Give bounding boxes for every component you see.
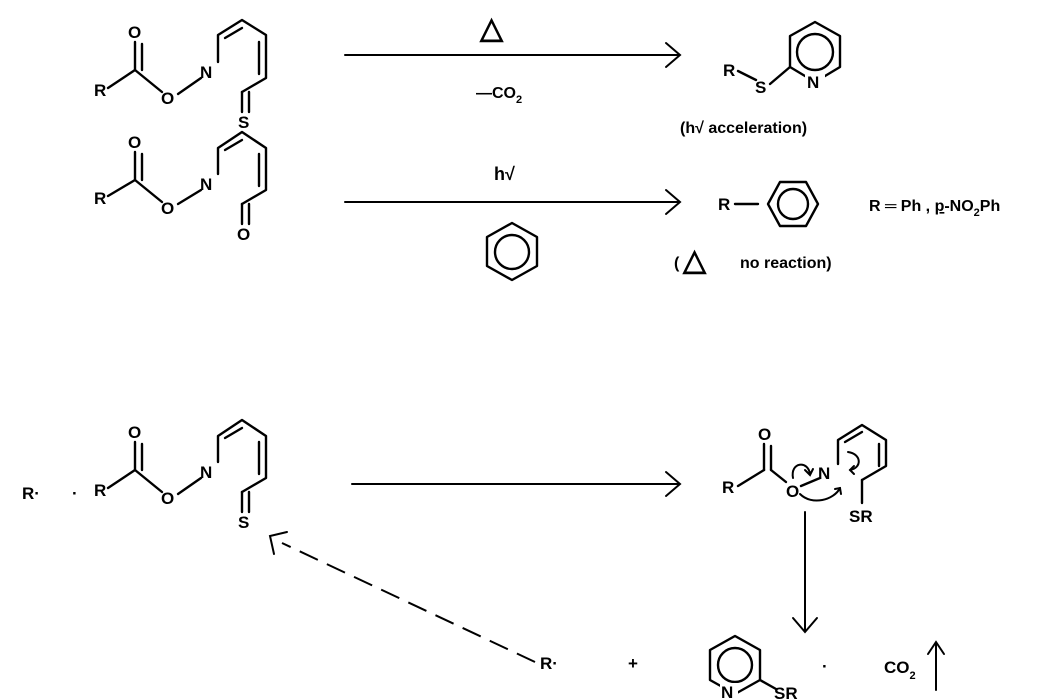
ester-oxygen-label: O xyxy=(161,89,174,108)
reactant-thiohydroxamate-ester-2: O R O N S xyxy=(94,418,268,532)
heat-condition: △ xyxy=(479,12,504,45)
carbonyl-oxygen-label: O xyxy=(128,133,141,152)
no-thermal-reaction-triangle: △ xyxy=(682,244,707,277)
carbonyl-oxygen-label: O xyxy=(758,425,771,444)
pyridone-oxygen-label: O xyxy=(237,225,250,244)
chain-propagation-arrow xyxy=(268,531,536,663)
product-alkyl-pyridyl-sulfide: R S N xyxy=(723,20,842,97)
photolysis-condition: h√ xyxy=(494,164,515,184)
nitrogen-label: N xyxy=(818,464,830,483)
regenerated-alkyl-radical: R· xyxy=(540,654,558,673)
plus-sign: + xyxy=(628,654,638,673)
carbonyl-oxygen-label: O xyxy=(128,423,141,442)
initial-alkyl-radical: R· xyxy=(22,484,40,503)
ester-oxygen-label: O xyxy=(161,199,174,218)
byproduct-pyridyl-sulfide: N SR xyxy=(708,634,798,700)
sr-group-label: SR xyxy=(774,684,798,700)
sulfur-label: S xyxy=(755,78,766,97)
photo-acceleration-note: (h√ acceleration) xyxy=(680,120,807,137)
gas-evolution-arrow xyxy=(927,640,945,691)
r-group-label: R xyxy=(723,61,735,80)
carbon-dioxide: CO2 xyxy=(884,658,916,682)
product-arene: R xyxy=(718,180,820,228)
pyridine-nitrogen-label: N xyxy=(807,73,819,92)
no-thermal-reaction-note: no reaction) xyxy=(740,255,832,272)
carbonyl-oxygen-label: O xyxy=(128,23,141,42)
reaction-arrow-1 xyxy=(344,42,682,68)
ester-oxygen-label: O xyxy=(786,482,799,501)
r-group-label: R xyxy=(94,189,106,208)
r-group-label: R xyxy=(718,195,730,214)
plus-sign: · xyxy=(822,657,828,676)
benzene-solvent xyxy=(485,221,539,282)
reaction-arrow-3 xyxy=(351,471,682,497)
reaction-arrow-2 xyxy=(344,189,682,215)
nitrogen-label: N xyxy=(200,175,212,194)
no-thermal-reaction-note-open: ( xyxy=(674,255,680,272)
sr-group-label: SR xyxy=(849,507,873,526)
decarboxylation-condition: —CO2 xyxy=(476,85,522,106)
plus-sign: · xyxy=(72,484,78,503)
reactant-pyridone-ester: O R O N O xyxy=(94,130,268,244)
reaction-arrow-down xyxy=(792,511,818,634)
r-group-definition: R ═ Ph , p-NO2Ph xyxy=(869,198,1000,219)
r-group-label: R xyxy=(94,481,106,500)
ester-oxygen-label: O xyxy=(161,489,174,508)
r-group-label: R xyxy=(722,478,734,497)
thione-sulfur-label: S xyxy=(238,513,249,532)
reactant-thiohydroxamate-ester-1: O R O N S xyxy=(94,18,268,132)
pyridine-nitrogen-label: N xyxy=(721,683,733,700)
r-group-label: R xyxy=(94,81,106,100)
intermediate-radical-adduct: R O O N SR xyxy=(722,423,888,526)
nitrogen-label: N xyxy=(200,463,212,482)
thione-sulfur-label: S xyxy=(238,113,249,132)
nitrogen-label: N xyxy=(200,63,212,82)
